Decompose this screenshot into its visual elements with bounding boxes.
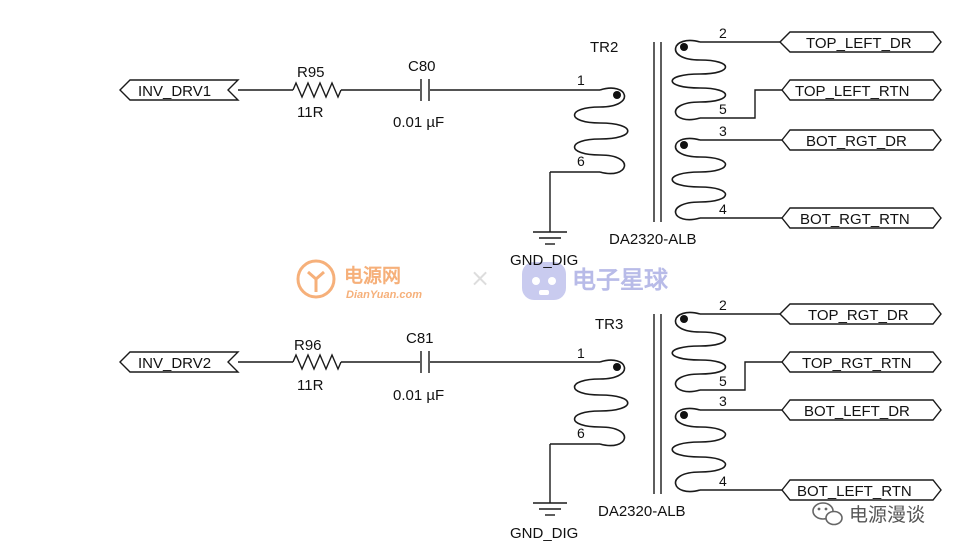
primary-pin-1: 1 <box>577 72 585 88</box>
output-net-label: BOT_LEFT_RTN <box>797 483 912 500</box>
capacitor-ref: C80 <box>408 58 436 75</box>
capacitor-value: 0.01 µF <box>393 114 444 131</box>
ground-symbol <box>533 502 567 516</box>
wechat-icon <box>812 502 843 526</box>
watermark-separator: × <box>470 264 490 292</box>
output-port <box>779 31 942 53</box>
watermark-site-cn: 电源网 <box>344 264 401 287</box>
output-port <box>781 79 942 101</box>
secondary-winding-b <box>671 137 727 221</box>
wire <box>700 361 782 391</box>
primary-winding <box>573 359 629 447</box>
secondary-pin-2: 2 <box>719 297 727 313</box>
output-port <box>781 479 942 501</box>
input-port <box>119 79 240 101</box>
secondary-winding-a <box>671 39 727 121</box>
primary-pin-6: 6 <box>577 425 585 441</box>
dianyuan-logo-icon <box>296 259 336 299</box>
output-port <box>781 351 942 373</box>
secondary-pin-3: 3 <box>719 123 727 139</box>
output-net-label: BOT_LEFT_DR <box>804 403 910 420</box>
transformer-ref: TR3 <box>595 316 623 333</box>
polarity-dot <box>680 411 688 419</box>
primary-winding <box>573 87 629 175</box>
secondary-winding-b <box>671 407 727 493</box>
resistor-value: 11R <box>297 377 324 394</box>
transformer-ref: TR2 <box>590 39 618 56</box>
circuit-2: INV_DRV2 R96 11R C81 0.01 µF 1 6 GND_DIG… <box>119 297 942 542</box>
secondary-winding-a <box>671 311 727 393</box>
resistor-ref: R96 <box>294 337 322 354</box>
resistor-value: 11R <box>297 104 324 121</box>
output-net-label: TOP_RGT_RTN <box>802 355 911 372</box>
output-port <box>781 399 942 421</box>
capacitor-value: 0.01 µF <box>393 387 444 404</box>
ground-symbol <box>533 231 567 245</box>
output-port <box>779 303 942 325</box>
capacitor-ref: C81 <box>406 330 434 347</box>
wire <box>700 89 782 119</box>
watermark-site-en: DianYuan.com <box>346 289 422 301</box>
output-port <box>781 207 942 229</box>
polarity-dot <box>613 91 621 99</box>
primary-pin-1: 1 <box>577 345 585 361</box>
polarity-dot <box>680 141 688 149</box>
resistor-symbol <box>292 81 342 99</box>
secondary-pin-3: 3 <box>719 393 727 409</box>
input-net-label: INV_DRV1 <box>138 83 211 100</box>
polarity-dot <box>680 315 688 323</box>
transformer-part: DA2320-ALB <box>598 503 686 520</box>
circuit-1: INV_DRV1 R95 11R C80 0.01 µF 1 6 GND_DIG… <box>119 25 942 269</box>
transformer-part: DA2320-ALB <box>609 231 697 248</box>
secondary-pin-4: 4 <box>719 201 727 217</box>
watermark-partner: 电子星球 <box>572 266 669 294</box>
polarity-dot <box>680 43 688 51</box>
output-net-label: TOP_LEFT_RTN <box>795 83 909 100</box>
secondary-pin-4: 4 <box>719 473 727 489</box>
output-net-label: BOT_RGT_DR <box>806 133 907 150</box>
secondary-pin-2: 2 <box>719 25 727 41</box>
ground-label: GND_DIG <box>510 252 578 269</box>
secondary-pin-5: 5 <box>719 101 727 117</box>
primary-pin-6: 6 <box>577 153 585 169</box>
output-net-label: BOT_RGT_RTN <box>800 211 910 228</box>
resistor-ref: R95 <box>297 64 325 81</box>
output-port <box>781 129 942 151</box>
ground-label: GND_DIG <box>510 525 578 542</box>
robot-logo-icon <box>522 262 566 300</box>
input-port <box>119 351 240 373</box>
resistor-symbol <box>292 353 342 371</box>
brand-label: 电源漫谈 <box>849 504 925 526</box>
output-net-label: TOP_RGT_DR <box>808 307 909 324</box>
polarity-dot <box>613 363 621 371</box>
brand-watermark: 电源漫谈 <box>812 502 925 526</box>
input-net-label: INV_DRV2 <box>138 355 211 372</box>
output-net-label: TOP_LEFT_DR <box>806 35 912 52</box>
watermark: 电源网 DianYuan.com × 电子星球 <box>296 259 669 301</box>
secondary-pin-5: 5 <box>719 373 727 389</box>
